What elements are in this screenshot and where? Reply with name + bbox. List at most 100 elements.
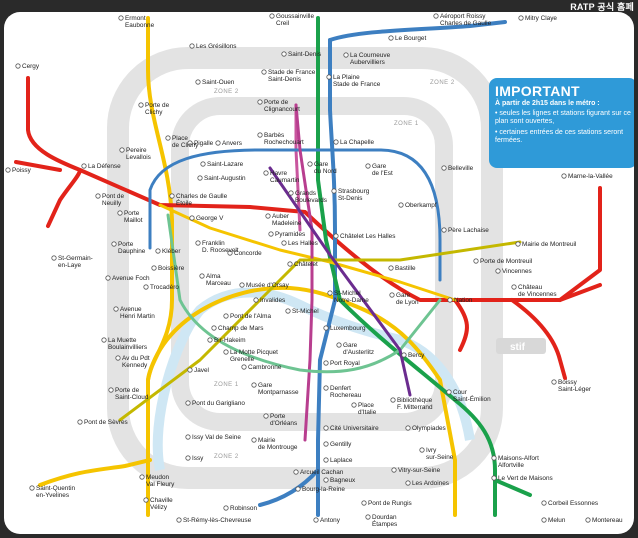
station-marker[interactable]	[295, 486, 301, 492]
station-marker[interactable]	[265, 213, 271, 219]
station-label-garigliano[interactable]: Pont du Garigliano	[192, 400, 245, 407]
station-label-javel[interactable]: Javel	[194, 367, 209, 374]
station-label-citeuniv[interactable]: Cité Universitaire	[330, 425, 379, 432]
station-label-stouen[interactable]: Saint-Ouen	[202, 79, 235, 86]
station-marker[interactable]	[207, 337, 213, 343]
station-marker[interactable]	[189, 215, 195, 221]
station-marker[interactable]	[323, 385, 329, 391]
station-label-nation[interactable]: Nation	[454, 297, 473, 304]
station-marker[interactable]	[143, 497, 149, 503]
station-marker[interactable]	[518, 15, 524, 21]
station-marker[interactable]	[333, 139, 339, 145]
station-label-robinson[interactable]: Robinson	[230, 505, 257, 512]
station-marker[interactable]	[323, 477, 329, 483]
station-label-belleville[interactable]: Belleville	[448, 165, 474, 172]
station-marker[interactable]	[398, 202, 404, 208]
station-label-ardoines[interactable]: Les Ardoines	[412, 480, 449, 487]
station-label-issy[interactable]: Issy	[192, 455, 204, 462]
station-label-cergy[interactable]: Cergy	[22, 63, 40, 70]
station-marker[interactable]	[187, 140, 193, 146]
station-marker[interactable]	[447, 297, 453, 303]
station-marker[interactable]	[585, 517, 591, 523]
station-marker[interactable]	[138, 102, 144, 108]
station-marker[interactable]	[323, 425, 329, 431]
station-marker[interactable]	[268, 231, 274, 237]
station-label-mitry[interactable]: Mitry Claye	[525, 15, 557, 22]
station-label-kleber[interactable]: Kléber	[162, 248, 181, 255]
station-label-stremy[interactable]: St-Rémy-lès-Chevreuse	[183, 517, 252, 524]
station-marker[interactable]	[441, 227, 447, 233]
station-label-portroyal[interactable]: Port Royal	[330, 360, 360, 367]
station-marker[interactable]	[117, 210, 123, 216]
station-label-olympiades[interactable]: Olympiades	[412, 425, 446, 432]
station-marker[interactable]	[323, 441, 329, 447]
station-label-concorde[interactable]: Concorde	[234, 250, 262, 257]
station-marker[interactable]	[491, 475, 497, 481]
station-label-cambronne[interactable]: Cambronne	[248, 364, 282, 371]
station-label-gresillons[interactable]: Les Grésillons	[196, 43, 237, 50]
station-marker[interactable]	[263, 170, 269, 176]
station-marker[interactable]	[200, 161, 206, 167]
station-marker[interactable]	[195, 79, 201, 85]
station-marker[interactable]	[541, 500, 547, 506]
station-marker[interactable]	[288, 190, 294, 196]
station-marker[interactable]	[551, 379, 557, 385]
station-marker[interactable]	[281, 240, 287, 246]
station-marker[interactable]	[515, 241, 521, 247]
station-marker[interactable]	[199, 273, 205, 279]
station-marker[interactable]	[285, 308, 291, 314]
station-label-bercy[interactable]: Bercy	[408, 352, 425, 359]
station-marker[interactable]	[343, 52, 349, 58]
station-marker[interactable]	[119, 147, 125, 153]
station-marker[interactable]	[433, 13, 439, 19]
station-marker[interactable]	[108, 387, 114, 393]
station-label-birhakeim[interactable]: Bir-Hakeim	[214, 337, 246, 344]
station-label-chatelethalles[interactable]: Châtelet Les Halles	[340, 233, 395, 240]
station-label-mairiemontreuil[interactable]: Mairie de Montreuil	[522, 241, 576, 248]
station-marker[interactable]	[113, 306, 119, 312]
station-label-bourget[interactable]: Le Bourget	[395, 35, 426, 42]
station-marker[interactable]	[187, 367, 193, 373]
station-label-poissy[interactable]: Poissy	[12, 167, 32, 174]
station-label-psevres[interactable]: Pont de Sèvres	[84, 419, 128, 426]
station-marker[interactable]	[313, 517, 319, 523]
station-marker[interactable]	[491, 455, 497, 461]
station-marker[interactable]	[215, 140, 221, 146]
station-label-arcueil[interactable]: Arcueil Cachan	[300, 469, 344, 476]
station-label-gentilly[interactable]: Gentilly	[330, 441, 352, 448]
station-label-avfoch[interactable]: Avenue Foch	[112, 275, 150, 282]
station-marker[interactable]	[251, 382, 257, 388]
station-marker[interactable]	[351, 402, 357, 408]
station-label-prungis[interactable]: Pont de Rungis	[368, 500, 412, 507]
station-label-stlazare[interactable]: Saint-Lazare	[207, 161, 244, 168]
station-marker[interactable]	[541, 517, 547, 523]
station-marker[interactable]	[185, 455, 191, 461]
station-label-laplace[interactable]: Laplace	[330, 457, 353, 464]
station-marker[interactable]	[143, 284, 149, 290]
station-marker[interactable]	[323, 457, 329, 463]
station-label-perelachaise[interactable]: Père Lachaise	[448, 227, 489, 234]
